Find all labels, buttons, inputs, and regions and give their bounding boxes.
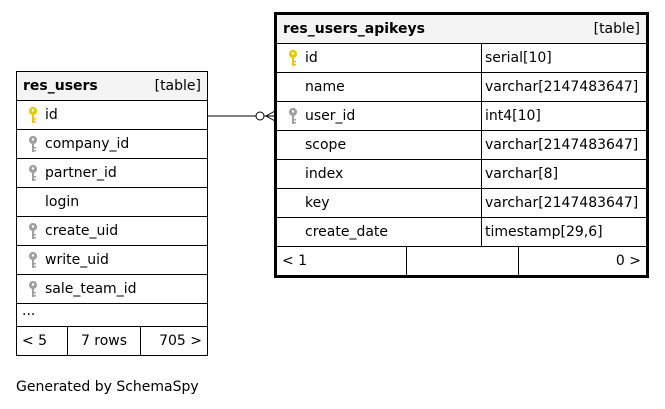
foreign-key-icon [23,134,43,154]
column-type: varchar[2147483647] [481,131,646,159]
table-footer: < 1 0 > [277,247,646,275]
column-name: company_id [45,136,130,152]
column-type: timestamp[29,6] [481,218,646,246]
column-name: write_uid [45,252,109,268]
column-row[interactable]: id [17,101,207,130]
column-row[interactable]: login [17,188,207,217]
table-header: res_users [table] [17,72,207,101]
column-row[interactable]: name varchar[2147483647] [277,73,646,102]
footer-children[interactable]: 705 > [140,327,207,355]
column-type: varchar[8] [481,160,646,188]
primary-key-icon [283,48,303,68]
column-name: sale_team_id [45,281,137,297]
no-key-spacer [283,77,303,97]
column-name: create_date [305,224,389,240]
column-row[interactable]: index varchar[8] [277,160,646,189]
generated-by-caption: Generated by SchemaSpy [16,379,199,395]
column-type: varchar[2147483647] [481,73,646,101]
column-name: id [45,107,58,123]
table-name: res_users_apikeys [283,21,425,37]
footer-row-count: 7 rows [67,327,140,355]
column-row[interactable]: partner_id [17,159,207,188]
no-key-spacer [283,135,303,155]
foreign-key-icon [283,106,303,126]
column-name: create_uid [45,223,119,239]
table-header: res_users_apikeys [table] [277,15,646,44]
foreign-key-icon [23,221,43,241]
footer-row-count [406,247,518,275]
column-row[interactable]: sale_team_id [17,275,207,304]
table-kind: [table] [154,78,201,94]
column-row[interactable]: company_id [17,130,207,159]
table-footer: < 5 7 rows 705 > [17,327,207,355]
column-name: id [305,50,318,66]
column-name: user_id [305,108,356,124]
column-type: varchar[2147483647] [481,189,646,217]
foreign-key-icon [23,163,43,183]
table-kind: [table] [593,21,640,37]
no-key-spacer [23,192,43,212]
column-name: name [305,79,345,95]
no-key-spacer [283,164,303,184]
column-name: index [305,166,344,182]
column-type: int4[10] [481,102,646,130]
column-name: key [305,195,330,211]
column-row[interactable]: id serial[10] [277,44,646,73]
more-columns-ellipsis: ... [17,304,207,327]
table-res-users[interactable]: res_users [table] id company_id partner_id… [16,71,208,356]
column-name: partner_id [45,165,117,181]
table-name: res_users [23,78,98,94]
no-key-spacer [283,193,303,213]
foreign-key-icon [23,279,43,299]
column-row[interactable]: write_uid [17,246,207,275]
column-row[interactable]: create_uid [17,217,207,246]
column-row[interactable]: user_id int4[10] [277,102,646,131]
column-name: scope [305,137,347,153]
footer-parents[interactable]: < 1 [282,253,308,269]
column-row[interactable]: key varchar[2147483647] [277,189,646,218]
footer-children[interactable]: 0 > [518,247,646,275]
column-row[interactable]: scope varchar[2147483647] [277,131,646,160]
footer-parents[interactable]: < 5 [22,333,48,349]
no-key-spacer [283,222,303,242]
column-name: login [45,194,80,210]
column-type: serial[10] [481,44,646,72]
column-row[interactable]: create_date timestamp[29,6] [277,218,646,247]
foreign-key-icon [23,250,43,270]
primary-key-icon [23,105,43,125]
